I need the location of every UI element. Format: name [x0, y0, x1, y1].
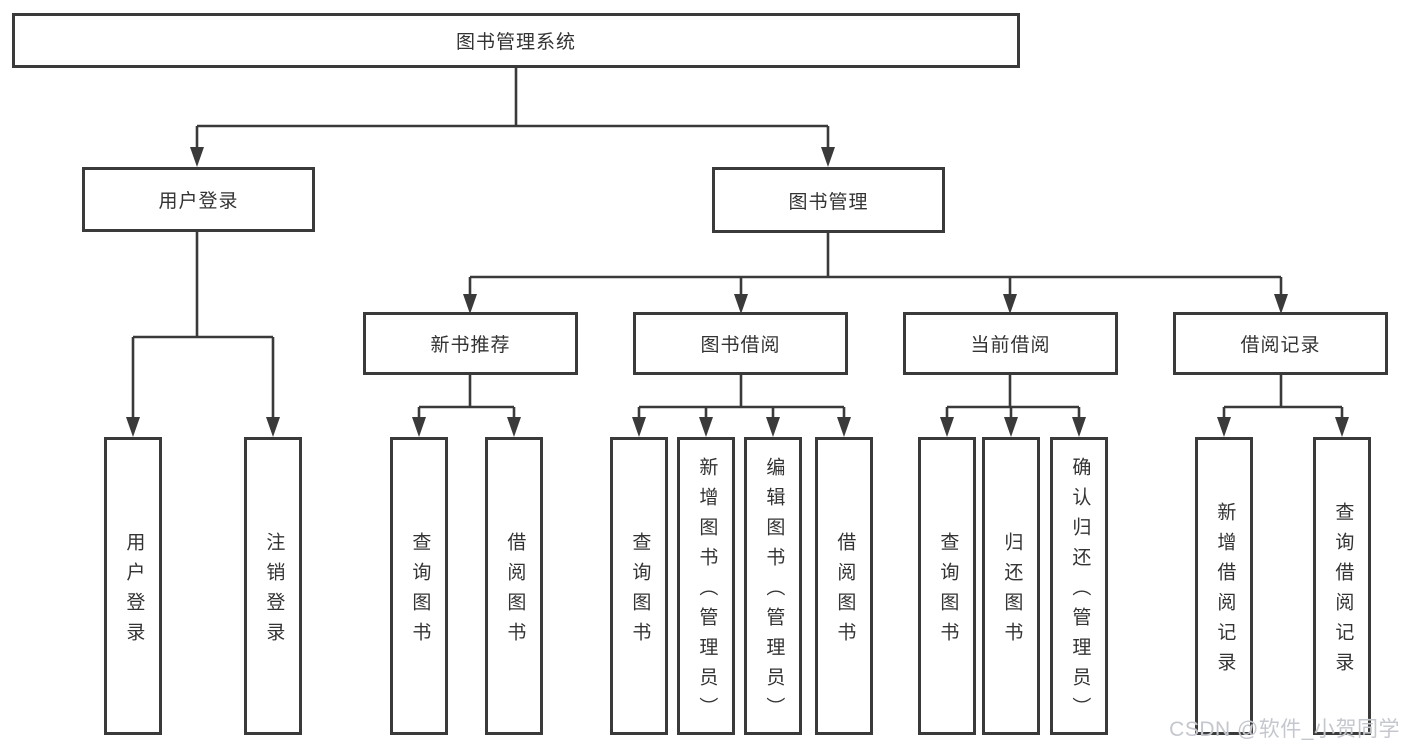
leaf-label: 编辑图书（管理员）: [763, 456, 785, 727]
leaf-label: 查询借阅记录: [1332, 501, 1354, 682]
leaf-label: 用户登录: [123, 531, 145, 652]
leaf-rec-query-books: 查询图书: [390, 437, 448, 735]
node-label: 当前借阅: [970, 335, 1051, 356]
node-user-login: 用户登录: [82, 167, 315, 232]
leaf-logout: 注销登录: [244, 437, 302, 735]
node-current-borrowing: 当前借阅: [903, 312, 1118, 375]
leaf-borrow-query-books: 查询图书: [610, 437, 668, 735]
leaf-label: 查询图书: [629, 531, 651, 652]
csdn-watermark: CSDN @软件_小贺同学: [1169, 718, 1400, 741]
leaf-label: 注销登录: [263, 531, 285, 652]
leaf-label: 查询图书: [409, 531, 431, 652]
node-label: 用户登录: [158, 191, 239, 212]
leaf-label: 确认归还（管理员）: [1069, 456, 1091, 727]
node-label: 图书借阅: [700, 335, 781, 356]
node-label: 借阅记录: [1240, 335, 1321, 356]
leaf-current-return-books: 归还图书: [982, 437, 1040, 735]
leaf-current-query-books: 查询图书: [918, 437, 976, 735]
leaf-records-query-borrow-record: 查询借阅记录: [1313, 437, 1371, 735]
leaf-label: 归还图书: [1001, 531, 1023, 652]
leaf-borrow-add-books-admin: 新增图书（管理员）: [677, 437, 735, 735]
leaf-label: 借阅图书: [504, 531, 526, 652]
leaf-user-login: 用户登录: [104, 437, 162, 735]
leaf-label: 借阅图书: [834, 531, 856, 652]
node-book-borrowing: 图书借阅: [633, 312, 848, 375]
leaf-label: 新增图书（管理员）: [696, 456, 718, 727]
leaf-current-confirm-return-admin: 确认归还（管理员）: [1050, 437, 1108, 735]
node-label: 图书管理系统: [455, 32, 576, 53]
node-library-management-system: 图书管理系统: [12, 13, 1020, 68]
node-label: 图书管理: [788, 191, 869, 213]
leaf-borrow-borrow-books: 借阅图书: [815, 437, 873, 735]
node-new-book-recommendation: 新书推荐: [363, 312, 578, 375]
leaf-rec-borrow-books: 借阅图书: [485, 437, 543, 735]
node-label: 新书推荐: [430, 335, 511, 356]
leaf-label: 新增借阅记录: [1214, 501, 1236, 682]
leaf-label: 查询图书: [937, 531, 959, 652]
node-borrowing-records: 借阅记录: [1173, 312, 1388, 375]
leaf-borrow-edit-books-admin: 编辑图书（管理员）: [744, 437, 802, 735]
node-book-management: 图书管理: [712, 167, 945, 233]
leaf-records-add-borrow-record: 新增借阅记录: [1195, 437, 1253, 735]
